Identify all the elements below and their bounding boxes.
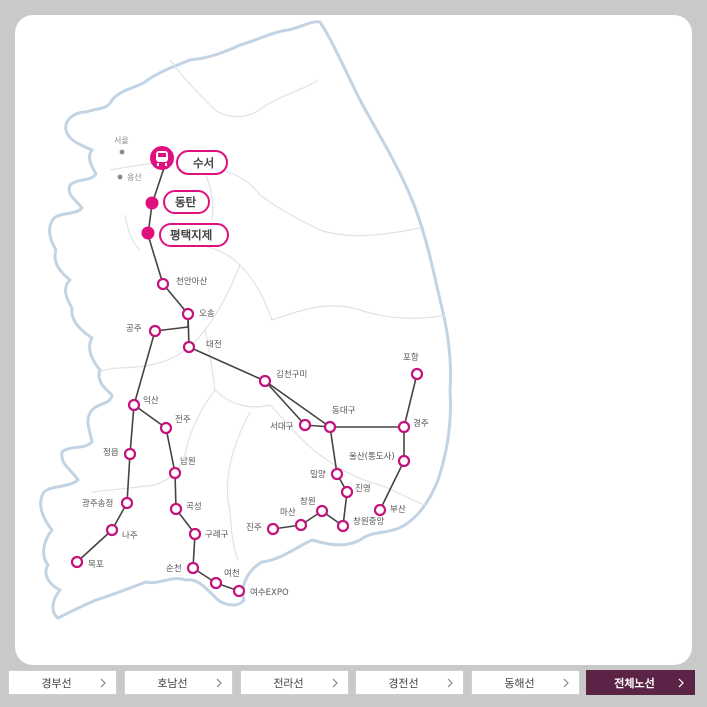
tab-label: 경전선 (388, 676, 419, 690)
srt-stations: 수서 동탄 평택지제 (141, 146, 229, 247)
svg-text:창원중앙: 창원중앙 (353, 516, 384, 527)
tab-label: 전체노선 (614, 676, 655, 690)
svg-text:김천구미: 김천구미 (276, 369, 307, 380)
svg-text:용산: 용산 (127, 172, 142, 182)
svg-text:목포: 목포 (88, 560, 104, 570)
station-changwonjungang[interactable]: 창원중앙 (336, 516, 384, 533)
svg-text:정읍: 정읍 (103, 447, 119, 458)
station-gimcheon[interactable]: 김천구미 (258, 369, 307, 388)
svg-text:곡성: 곡성 (186, 502, 202, 512)
station-miryang[interactable]: 밀양 (310, 467, 344, 481)
station-gokseong[interactable]: 곡성 (169, 502, 202, 516)
station-busan[interactable]: 부산 (373, 503, 406, 517)
svg-text:수서: 수서 (193, 156, 214, 170)
route-donghae (403, 373, 418, 428)
svg-text:동대구: 동대구 (332, 406, 356, 416)
station-seoul[interactable]: 서울 (114, 136, 129, 155)
svg-text:마산: 마산 (280, 507, 296, 518)
station-suseo[interactable]: 수서 (150, 146, 228, 175)
minor-stations: 서울 용산 (114, 136, 142, 182)
stations: 천안아산 오송 공주 대전 김천구미 포항 익산 전주 서대구 동대구 경주 정… (70, 276, 429, 598)
station-yeosu[interactable]: 여수EXPO (232, 584, 289, 598)
station-iksan[interactable]: 익산 (127, 395, 159, 412)
tab-label: 전라선 (273, 676, 304, 690)
svg-text:나주: 나주 (122, 531, 138, 541)
tab-label: 경부선 (41, 676, 72, 690)
station-jinyeong[interactable]: 진영 (340, 483, 371, 499)
station-changwon[interactable]: 창원 (300, 497, 329, 518)
svg-text:공주: 공주 (126, 324, 142, 334)
station-pohang[interactable]: 포항 (403, 353, 424, 381)
route-tab-bar: 경부선 호남선 전라선 경전선 동해선 전체노선 (8, 670, 700, 697)
station-gwangju[interactable]: 광주송정 (82, 496, 134, 510)
station-yeocheon[interactable]: 여천 (209, 568, 240, 590)
tab-gyeongbu[interactable]: 경부선 (8, 670, 117, 695)
station-gurye[interactable]: 구례구 (188, 527, 229, 541)
station-gyeongju[interactable]: 경주 (397, 418, 429, 434)
svg-text:평택지제: 평택지제 (170, 228, 212, 242)
chevron-right-icon (447, 678, 453, 688)
tab-donghae[interactable]: 동해선 (471, 670, 580, 695)
svg-text:서울: 서울 (114, 136, 129, 145)
chevron-right-icon (332, 678, 338, 688)
svg-text:진영: 진영 (355, 483, 371, 494)
peninsula-coastline (39, 20, 452, 620)
chevron-right-icon (100, 678, 106, 688)
station-daejeon[interactable]: 대전 (182, 339, 222, 354)
svg-text:포항: 포항 (403, 353, 419, 363)
svg-text:오송: 오송 (199, 309, 215, 319)
tab-label: 호남선 (157, 676, 188, 690)
chevron-right-icon (678, 678, 684, 688)
tab-jeolla[interactable]: 전라선 (240, 670, 349, 695)
station-suncheon[interactable]: 순천 (166, 561, 200, 575)
route-honam (76, 314, 189, 563)
svg-text:서대구: 서대구 (270, 422, 294, 432)
svg-text:남원: 남원 (180, 457, 196, 467)
station-jeongeup[interactable]: 정읍 (103, 447, 137, 461)
station-mokpo[interactable]: 목포 (70, 555, 104, 570)
svg-text:울산(통도사): 울산(통도사) (349, 451, 395, 462)
route-jeolla (133, 404, 240, 592)
station-yongsan[interactable]: 용산 (117, 172, 143, 182)
train-icon-glyph (156, 151, 168, 166)
svg-text:동탄: 동탄 (175, 195, 197, 209)
station-jinju[interactable]: 진주 (246, 522, 280, 536)
svg-text:구례구: 구례구 (205, 529, 229, 540)
chevron-right-icon (216, 678, 222, 688)
svg-text:순천: 순천 (166, 563, 182, 574)
svg-text:진주: 진주 (246, 522, 262, 533)
tab-honam[interactable]: 호남선 (124, 670, 233, 695)
map-panel (15, 15, 692, 665)
station-naju[interactable]: 나주 (105, 523, 138, 541)
svg-text:경주: 경주 (413, 418, 429, 429)
svg-text:천안아산: 천안아산 (176, 276, 207, 287)
svg-text:여천: 여천 (224, 568, 240, 579)
station-pyeongtaek[interactable]: 평택지제 (141, 223, 229, 247)
svg-text:대전: 대전 (206, 339, 222, 350)
svg-text:여수EXPO: 여수EXPO (250, 587, 289, 598)
station-namwon[interactable]: 남원 (168, 457, 196, 480)
svg-text:밀양: 밀양 (310, 469, 326, 480)
tab-label: 동해선 (504, 676, 535, 690)
station-seodaegu[interactable]: 서대구 (270, 418, 312, 432)
station-dongtan[interactable]: 동탄 (145, 190, 210, 214)
station-dongdaegu[interactable]: 동대구 (323, 406, 356, 434)
tab-gyeongjeon[interactable]: 경전선 (355, 670, 464, 695)
station-cheonan[interactable]: 천안아산 (156, 276, 207, 291)
svg-text:전주: 전주 (175, 414, 191, 425)
station-masan[interactable]: 마산 (280, 507, 308, 532)
station-gongju[interactable]: 공주 (126, 324, 162, 338)
svg-text:창원: 창원 (300, 497, 316, 507)
station-osong[interactable]: 오송 (181, 307, 215, 321)
svg-text:부산: 부산 (390, 504, 406, 515)
station-jeonju[interactable]: 전주 (159, 414, 191, 435)
svg-text:광주송정: 광주송정 (82, 498, 113, 509)
chevron-right-icon (563, 678, 569, 688)
svg-text:익산: 익산 (143, 395, 159, 406)
station-ulsan[interactable]: 울산(통도사) (349, 451, 411, 468)
tab-all-routes[interactable]: 전체노선 (586, 670, 695, 695)
